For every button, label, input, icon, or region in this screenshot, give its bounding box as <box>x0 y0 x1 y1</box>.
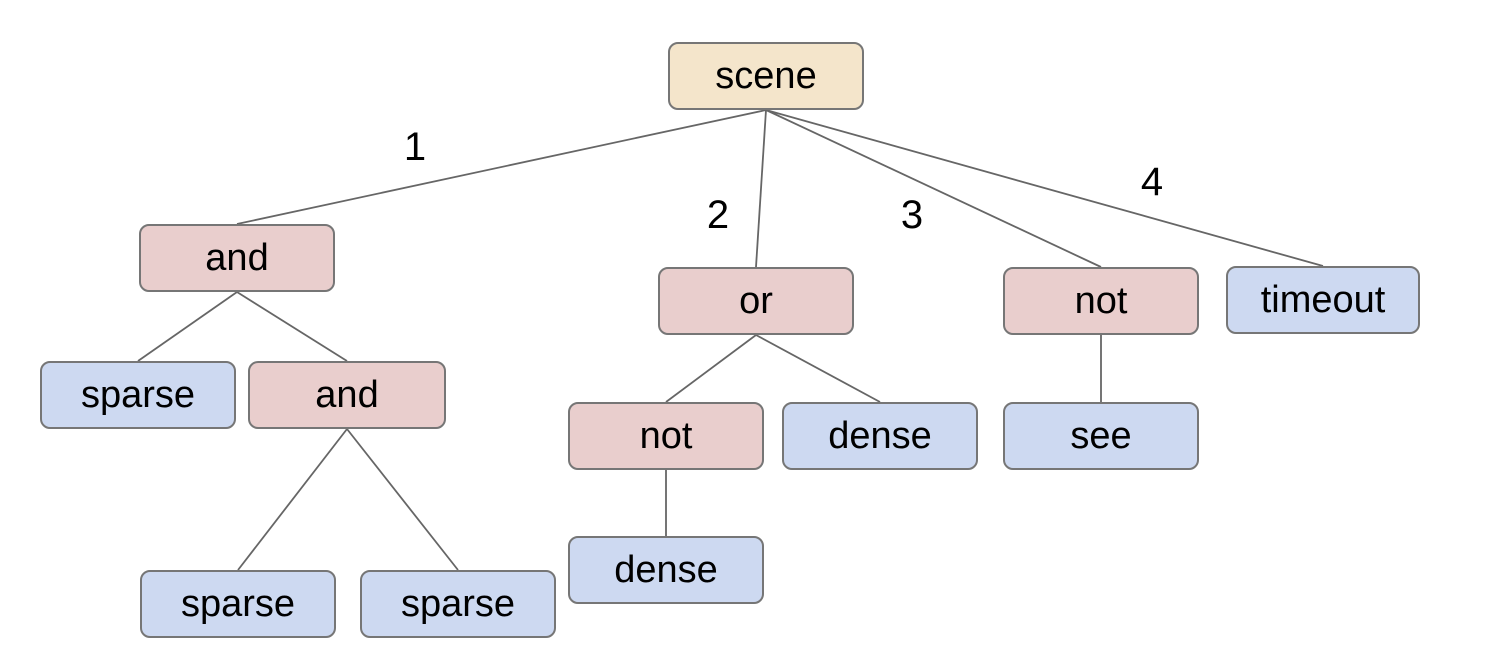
tree-node-dense2: dense <box>568 536 764 604</box>
tree-node-label: not <box>1074 279 1128 322</box>
edge-and1-sparse1 <box>137 291 238 362</box>
tree-node-label: see <box>1070 414 1132 457</box>
edge-label-2: 2 <box>706 193 730 237</box>
tree-node-label: scene <box>715 54 817 97</box>
tree-node-timeout1: timeout <box>1226 266 1420 334</box>
tree-node-not1: not <box>1003 267 1199 335</box>
tree-node-label: sparse <box>180 582 296 625</box>
edge-label-1: 1 <box>403 125 427 169</box>
edge-and1-and2 <box>236 291 348 362</box>
tree-node-label: sparse <box>80 373 196 416</box>
tree-node-dense1: dense <box>782 402 978 470</box>
tree-node-label: dense <box>614 548 718 591</box>
edge-label-4: 4 <box>1140 160 1164 204</box>
tree-node-label: sparse <box>400 582 516 625</box>
tree-node-label: not <box>639 414 693 457</box>
tree-node-label: dense <box>828 414 932 457</box>
tree-node-sparse2: sparse <box>140 570 336 638</box>
tree-node-label: or <box>739 279 773 322</box>
tree-node-scene: scene <box>668 42 864 110</box>
edge-and2-sparse3 <box>346 428 459 571</box>
tree-node-not2: not <box>568 402 764 470</box>
edge-and2-sparse2 <box>237 428 348 571</box>
edge-scene-and1 <box>236 109 767 225</box>
edge-scene-timeout1 <box>765 109 1324 267</box>
tree-node-and1: and <box>139 224 335 292</box>
tree-node-sparse3: sparse <box>360 570 556 638</box>
edge-or1-not2 <box>665 334 757 403</box>
edge-scene-or1 <box>755 109 767 268</box>
tree-node-label: timeout <box>1260 278 1386 321</box>
edge-label-3: 3 <box>900 193 924 237</box>
tree-node-label: and <box>205 236 269 279</box>
tree-node-and2: and <box>248 361 446 429</box>
tree-node-see1: see <box>1003 402 1199 470</box>
edge-or1-dense1 <box>755 334 881 403</box>
tree-node-label: and <box>315 373 379 416</box>
tree-node-sparse1: sparse <box>40 361 236 429</box>
tree-node-or1: or <box>658 267 854 335</box>
edge-scene-not1 <box>765 109 1102 268</box>
